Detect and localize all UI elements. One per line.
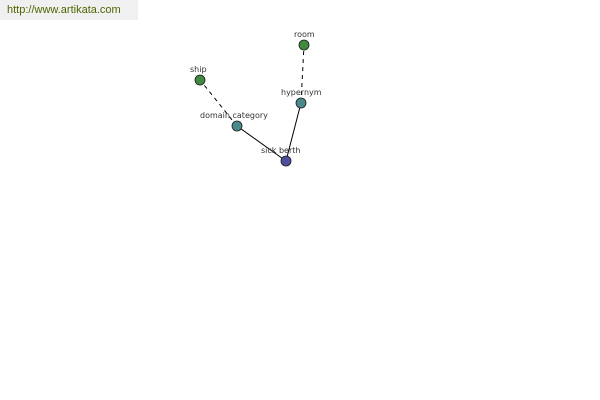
edges-layer — [199, 44, 305, 162]
node-circle[interactable] — [194, 74, 206, 86]
node-label: ship — [190, 65, 207, 74]
node-circle[interactable] — [295, 97, 307, 109]
nodes-layer: sick berth domain category hypernym ship roo… — [190, 30, 322, 167]
site-url-link[interactable]: http://www.artikata.com — [7, 4, 121, 16]
node-label: room — [294, 30, 315, 39]
node-hypernym[interactable]: hypernym — [281, 88, 322, 109]
node-label: domain category — [200, 111, 268, 120]
node-ship[interactable]: ship — [190, 65, 207, 86]
node-domain-category[interactable]: domain category — [200, 111, 268, 132]
node-circle[interactable] — [280, 155, 292, 167]
node-sick-berth[interactable]: sick berth — [261, 146, 300, 167]
node-circle[interactable] — [231, 120, 243, 132]
edge-domain-category-to-ship — [199, 79, 238, 127]
url-bar: http://www.artikata.com — [0, 0, 138, 20]
edge-sick-berth-to-hypernym — [285, 102, 302, 162]
edge-sick-berth-to-domain-category — [236, 125, 287, 162]
edge-hypernym-to-room — [300, 44, 305, 104]
node-circle[interactable] — [298, 39, 310, 51]
node-label: sick berth — [261, 146, 300, 155]
node-room[interactable]: room — [294, 30, 315, 51]
node-label: hypernym — [281, 88, 322, 97]
